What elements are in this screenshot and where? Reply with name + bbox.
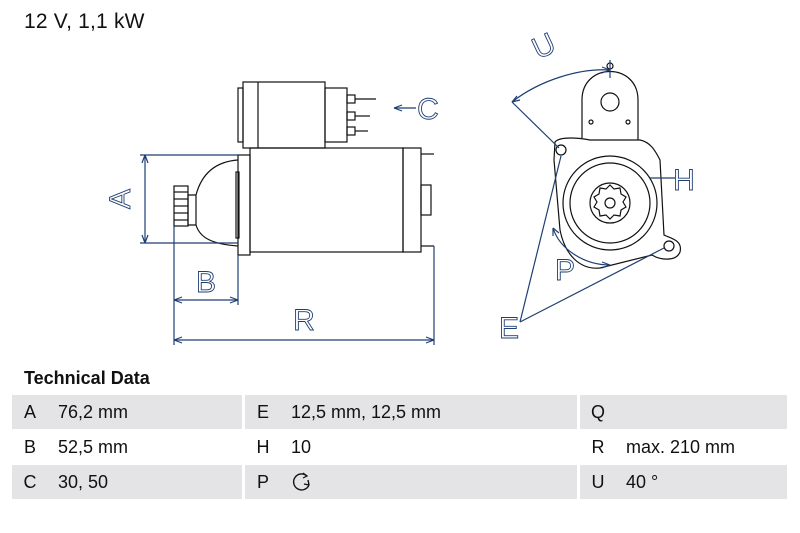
- spec-value: max. 210 mm: [616, 429, 787, 465]
- spec-key: U: [580, 464, 616, 499]
- label-C: C: [417, 93, 439, 126]
- spec-value: 12,5 mm, 12,5 mm: [281, 394, 577, 430]
- spec-key: C: [12, 464, 48, 499]
- spec-value-rotation: [281, 464, 577, 499]
- label-R: R: [293, 304, 315, 337]
- table-row: B 52,5 mm H 10 R max. 210 mm: [12, 429, 787, 465]
- rotation-counterclockwise-icon: [292, 472, 310, 491]
- spec-key: B: [12, 429, 48, 465]
- spec-key: E: [245, 394, 281, 430]
- label-E: E: [499, 312, 519, 345]
- table-row: A 76,2 mm E 12,5 mm, 12,5 mm Q: [12, 394, 787, 430]
- spec-value: [616, 394, 787, 430]
- spec-value: 30, 50: [48, 464, 242, 499]
- side-view-dimension-labels: A B R C: [104, 93, 440, 338]
- product-title: 12 V, 1,1 kW: [24, 10, 145, 33]
- spec-value: 40 °: [616, 464, 787, 499]
- table-row: C 30, 50 P U 40 °: [12, 464, 787, 499]
- spec-value: 52,5 mm: [48, 429, 242, 465]
- front-view-dimension-lines: [511, 60, 675, 323]
- spec-key: Q: [580, 394, 616, 430]
- label-B: B: [196, 266, 216, 299]
- side-view-dimension-lines: [140, 104, 435, 345]
- spec-key: P: [245, 464, 281, 499]
- label-U: U: [527, 27, 561, 66]
- label-A: A: [104, 189, 137, 209]
- spec-key: H: [245, 429, 281, 465]
- spec-key: A: [12, 394, 48, 430]
- starter-motor-dimension-drawing: A B R C: [104, 26, 696, 345]
- technical-data-table: A 76,2 mm E 12,5 mm, 12,5 mm Q B 52,5 mm…: [12, 394, 787, 499]
- technical-data-title: Technical Data: [24, 368, 150, 388]
- spec-value: 10: [281, 429, 577, 465]
- label-H: H: [673, 164, 695, 197]
- label-P: P: [555, 254, 575, 287]
- spec-value: 76,2 mm: [48, 394, 242, 430]
- starter-front-view: [553, 62, 682, 269]
- spec-key: R: [580, 429, 616, 465]
